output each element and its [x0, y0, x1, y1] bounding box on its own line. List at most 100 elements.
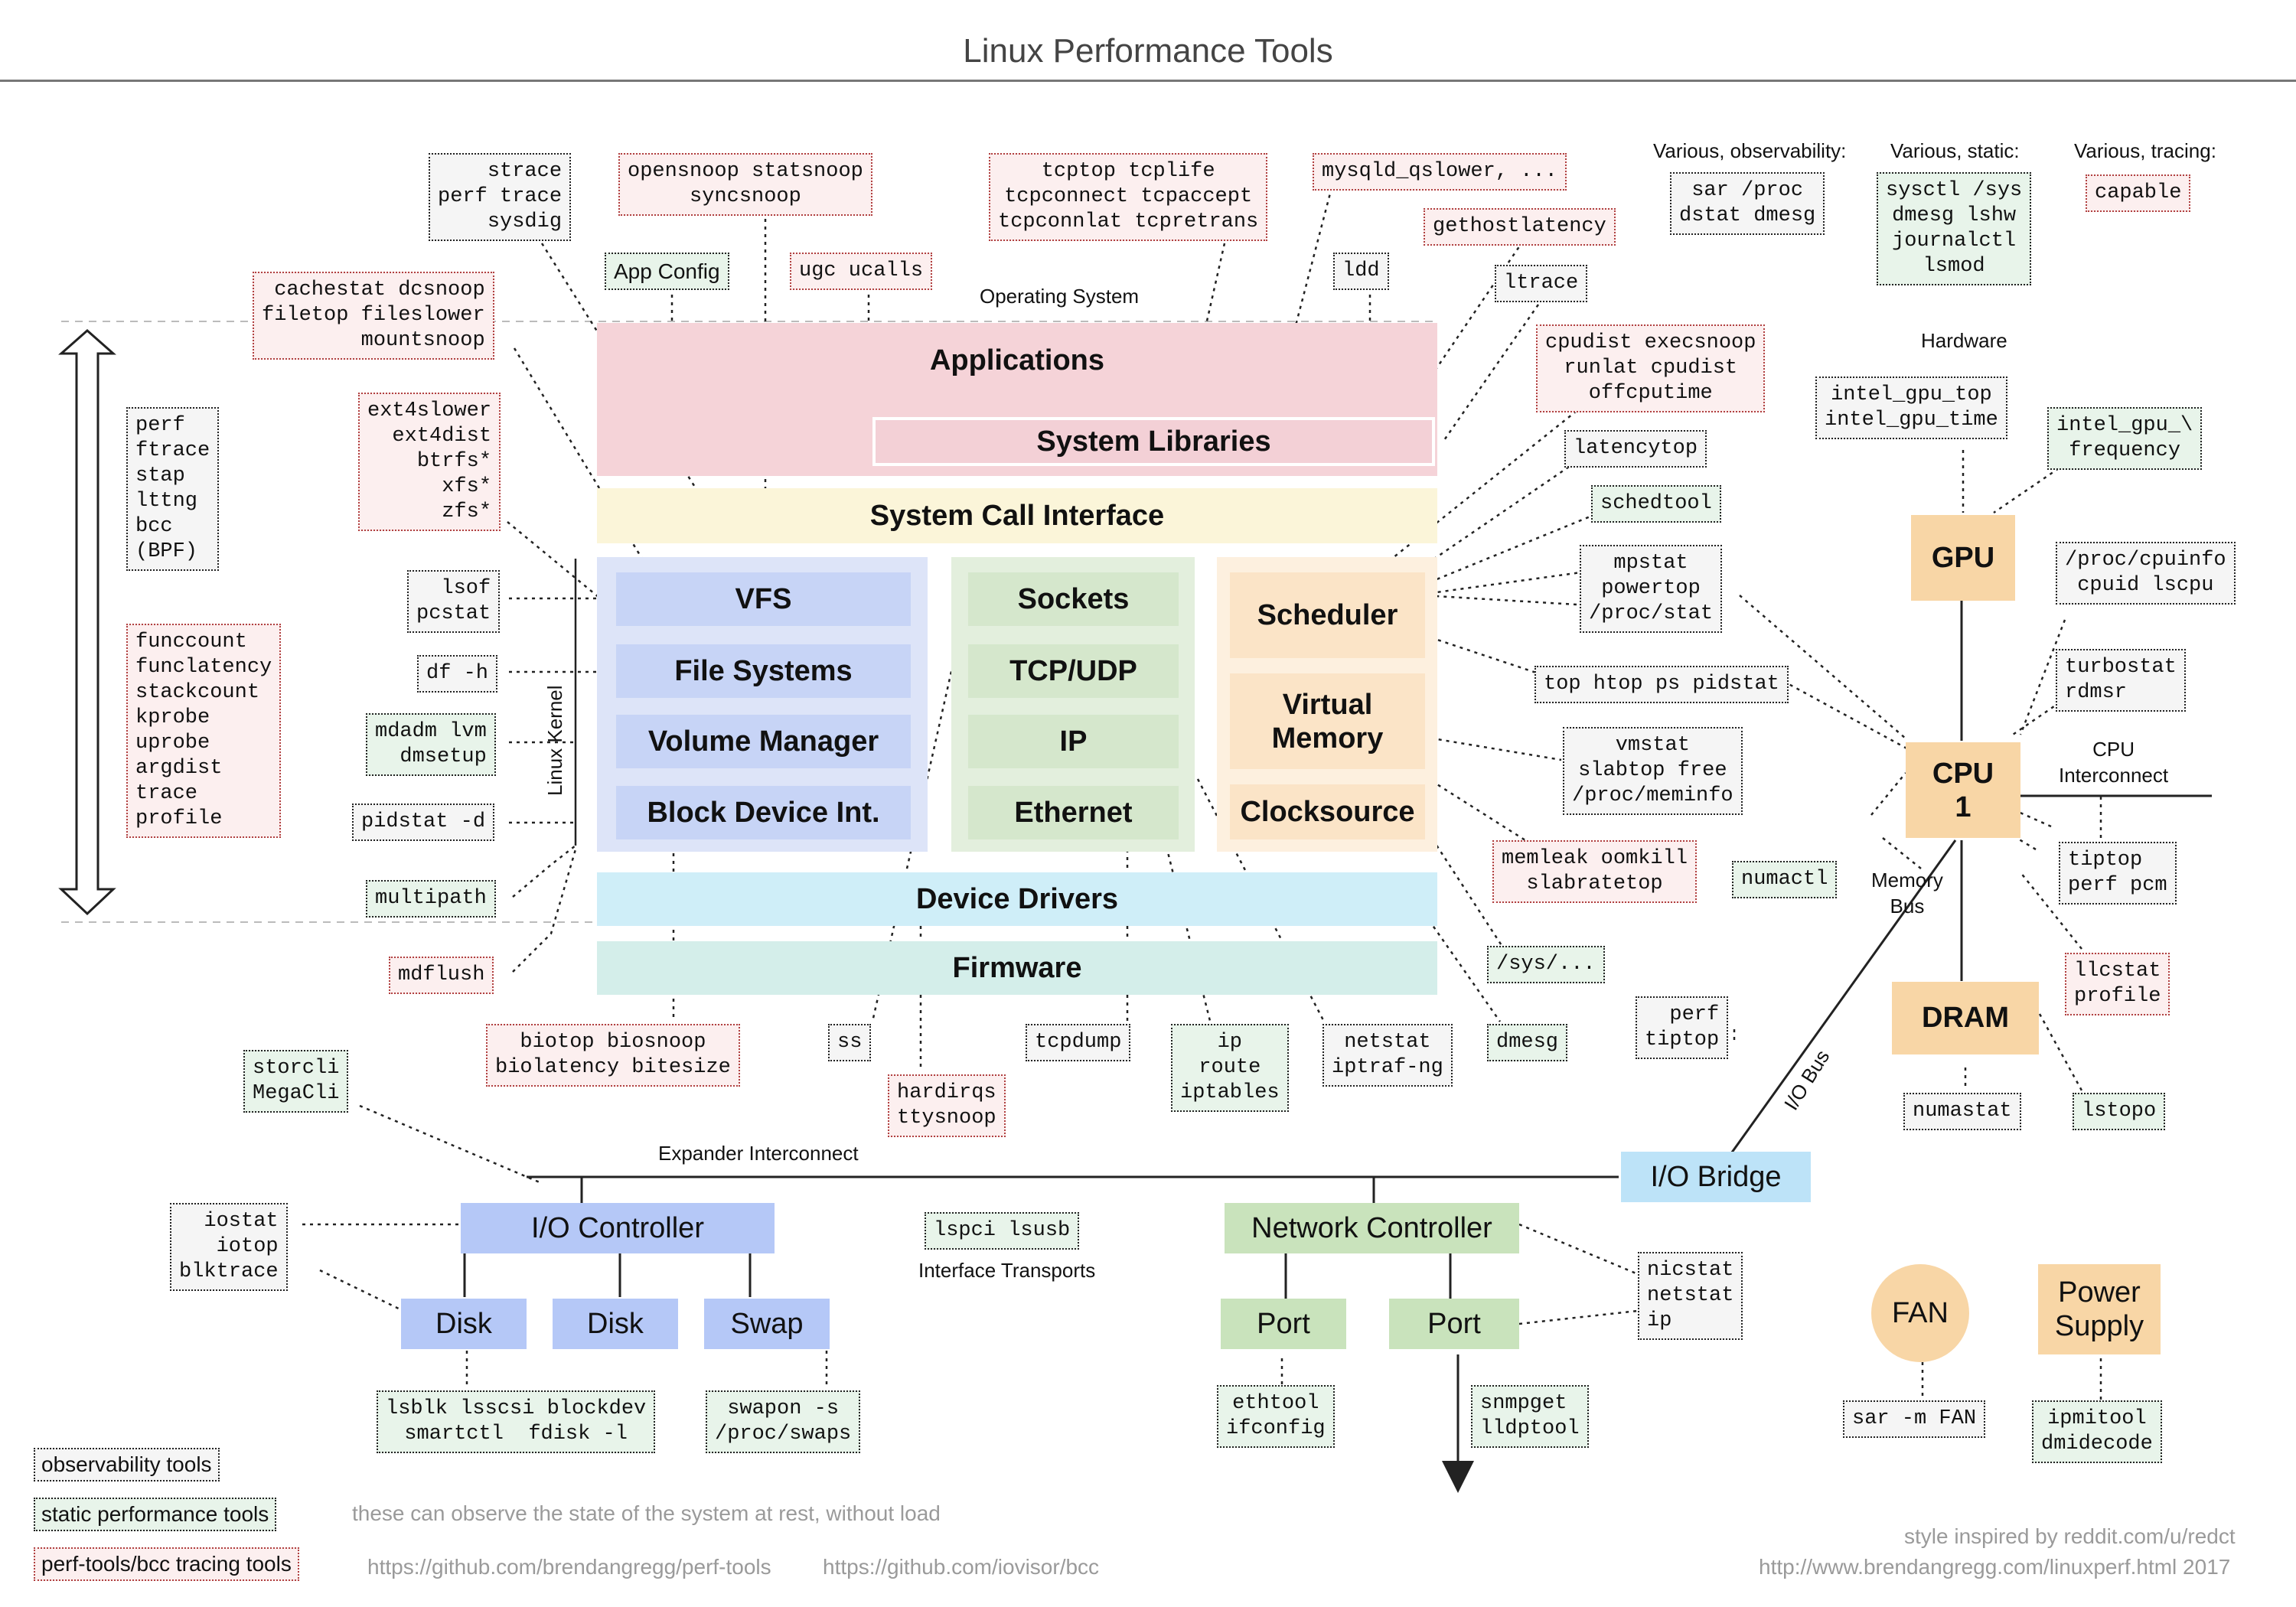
memory-bus-label: Memory Bus: [1871, 869, 1943, 918]
tiptop-perf-pcm-tools: tiptop perf pcm: [2059, 842, 2177, 905]
snmpget-tools: snmpget lldptool: [1471, 1385, 1589, 1448]
perf-ftrace-tools: perf ftrace stap lttng bcc (BPF): [126, 407, 220, 571]
ethernet-box: Ethernet: [968, 786, 1179, 839]
swapon-tools: swapon -s /proc/swaps: [706, 1390, 861, 1453]
ipmitool-tools: ipmitool dmidecode: [2032, 1400, 2162, 1463]
power-supply-box: Power Supply: [2038, 1264, 2161, 1354]
iostat-tools: iostat iotop blktrace: [170, 1203, 288, 1291]
footer-credit[interactable]: style inspired by reddit.com/u/redct: [1904, 1524, 2236, 1548]
intel-gpu-frequency-tools: intel_gpu_\ frequency: [2047, 407, 2203, 470]
top-htop-tools: top htop ps pidstat: [1534, 666, 1789, 703]
llcstat-tools: llcstat profile: [2065, 953, 2170, 1015]
gpu-box: GPU: [1911, 515, 2015, 601]
system-libraries-box: System Libraries: [872, 417, 1435, 466]
nicstat-tools: nicstat netstat ip: [1638, 1252, 1743, 1340]
ldd-tools: ldd: [1333, 253, 1389, 290]
ethtool-tools: ethtool ifconfig: [1217, 1385, 1335, 1448]
firmware-box: Firmware: [597, 941, 1437, 995]
ss-tools: ss: [828, 1024, 872, 1061]
various-observability-tools: sar /proc dstat dmesg: [1670, 172, 1825, 235]
fan-circle: FAN: [1871, 1264, 1969, 1362]
port-box-1: Port: [1221, 1299, 1346, 1349]
ext4slower-tools: ext4slower ext4dist btrfs* xfs* zfs*: [358, 393, 501, 531]
clocksource-box: Clocksource: [1230, 784, 1425, 839]
lsblk-tools: lsblk lsscsi blockdev smartctl fdisk -l: [377, 1390, 656, 1453]
sar-fan-tools: sar -m FAN: [1843, 1400, 1986, 1438]
page-title: Linux Performance Tools: [963, 32, 1333, 70]
expander-interconnect-label: Expander Interconnect: [658, 1142, 859, 1165]
various-static-label: Various, static:: [1890, 139, 2020, 162]
title-divider: [0, 80, 2296, 82]
gethostlatency-tools: gethostlatency: [1424, 208, 1616, 246]
lsof-pcstat-tools: lsof pcstat: [407, 570, 501, 633]
mdflush-tools: mdflush: [389, 957, 494, 994]
pidstat-d-tools: pidstat -d: [352, 804, 495, 841]
os-span-double-arrow: [58, 328, 116, 916]
various-static-tools: sysctl /sys dmesg lshw journalctl lsmod: [1877, 172, 2032, 285]
port-box-2: Port: [1389, 1299, 1519, 1349]
device-drivers-box: Device Drivers: [597, 872, 1437, 926]
file-systems-box: File Systems: [616, 644, 911, 698]
system-call-interface-box: System Call Interface: [597, 488, 1437, 543]
sys-tools: /sys/...: [1487, 946, 1605, 983]
strace-tools: strace perf trace sysdig: [429, 153, 572, 241]
tcpdump-tools: tcpdump: [1026, 1024, 1131, 1061]
tcptop-tools: tcptop tcplife tcpconnect tcpaccept tcpc…: [989, 153, 1268, 241]
various-observability-label: Various, observability:: [1653, 139, 1847, 162]
tcp-udp-box: TCP/UDP: [968, 644, 1179, 698]
legend-tracing: perf-tools/bcc tracing tools: [34, 1547, 299, 1581]
footer-link-perf-tools[interactable]: https://github.com/brendangregg/perf-too…: [367, 1555, 771, 1579]
lstopo-tools: lstopo: [2073, 1093, 2166, 1130]
footer-link-bcc[interactable]: https://github.com/iovisor/bcc: [823, 1555, 1100, 1579]
capable-tools: capable: [2086, 174, 2191, 212]
opensnoop-tools: opensnoop statsnoop syncsnoop: [618, 153, 872, 216]
vmstat-tools: vmstat slabtop free /proc/meminfo: [1563, 727, 1743, 815]
ip-route-tools: ip route iptables: [1171, 1024, 1289, 1112]
mdadm-lvm-tools: mdadm lvm dmsetup: [366, 713, 496, 776]
scheduler-box: Scheduler: [1230, 572, 1425, 658]
netstat-tools: netstat iptraf-ng: [1322, 1024, 1453, 1087]
ip-box: IP: [968, 715, 1179, 768]
turbostat-tools: turbostat rdmsr: [2056, 649, 2186, 712]
intel-gpu-top-tools: intel_gpu_top intel_gpu_time: [1815, 376, 2007, 439]
volume-manager-box: Volume Manager: [616, 715, 911, 768]
hardirqs-tools: hardirqs ttysnoop: [888, 1074, 1006, 1137]
disk-box-2: Disk: [553, 1299, 678, 1349]
operating-system-label: Operating System: [980, 285, 1140, 308]
proc-cpuinfo-tools: /proc/cpuinfo cpuid lscpu: [2056, 542, 2236, 605]
legend-static: static performance tools: [34, 1498, 277, 1531]
interface-transports-label: Interface Transports: [918, 1259, 1096, 1282]
linux-kernel-label: Linux Kernel: [543, 685, 566, 796]
funccount-tools: funccount funclatency stackcount kprobe …: [126, 624, 282, 838]
ugc-ucalls-tools: ugc ucalls: [790, 253, 933, 290]
ltrace-tools: ltrace: [1495, 265, 1588, 302]
numactl-tools: numactl: [1732, 861, 1838, 898]
numastat-tools: numastat: [1903, 1093, 2021, 1130]
virtual-memory-box: Virtual Memory: [1230, 673, 1425, 769]
io-bridge-box: I/O Bridge: [1621, 1152, 1811, 1202]
latencytop-tools: latencytop: [1564, 430, 1707, 468]
cpudist-tools: cpudist execsnoop runlat cpudist offcput…: [1536, 324, 1766, 412]
legend-observability: observability tools: [34, 1448, 220, 1482]
swap-box: Swap: [704, 1299, 830, 1349]
vfs-box: VFS: [616, 572, 911, 626]
network-controller-box: Network Controller: [1225, 1203, 1519, 1253]
mysqld-qslower-tools: mysqld_qslower, ...: [1313, 153, 1567, 191]
schedtool-tools: schedtool: [1591, 485, 1721, 523]
app-config-tools: App Config: [605, 253, 729, 290]
cpu-box: CPU 1: [1906, 742, 2020, 838]
io-controller-box: I/O Controller: [461, 1203, 775, 1253]
storcli-tools: storcli MegaCli: [243, 1050, 349, 1113]
hardware-connections: [463, 601, 2212, 1493]
multipath-tools: multipath: [366, 880, 496, 918]
block-device-int-box: Block Device Int.: [616, 786, 911, 839]
footer-url[interactable]: http://www.brendangregg.com/linuxperf.ht…: [1759, 1555, 2231, 1579]
memleak-tools: memleak oomkill slabratetop: [1492, 840, 1698, 903]
df-h-tools: df -h: [417, 655, 498, 693]
disk-box-1: Disk: [401, 1299, 527, 1349]
hardware-label: Hardware: [1921, 329, 2007, 352]
biotop-tools: biotop biosnoop biolatency bitesize: [486, 1024, 740, 1087]
lspci-lsusb-tools: lspci lsusb: [925, 1212, 1080, 1250]
footer-note: these can observe the state of the syste…: [352, 1501, 941, 1525]
